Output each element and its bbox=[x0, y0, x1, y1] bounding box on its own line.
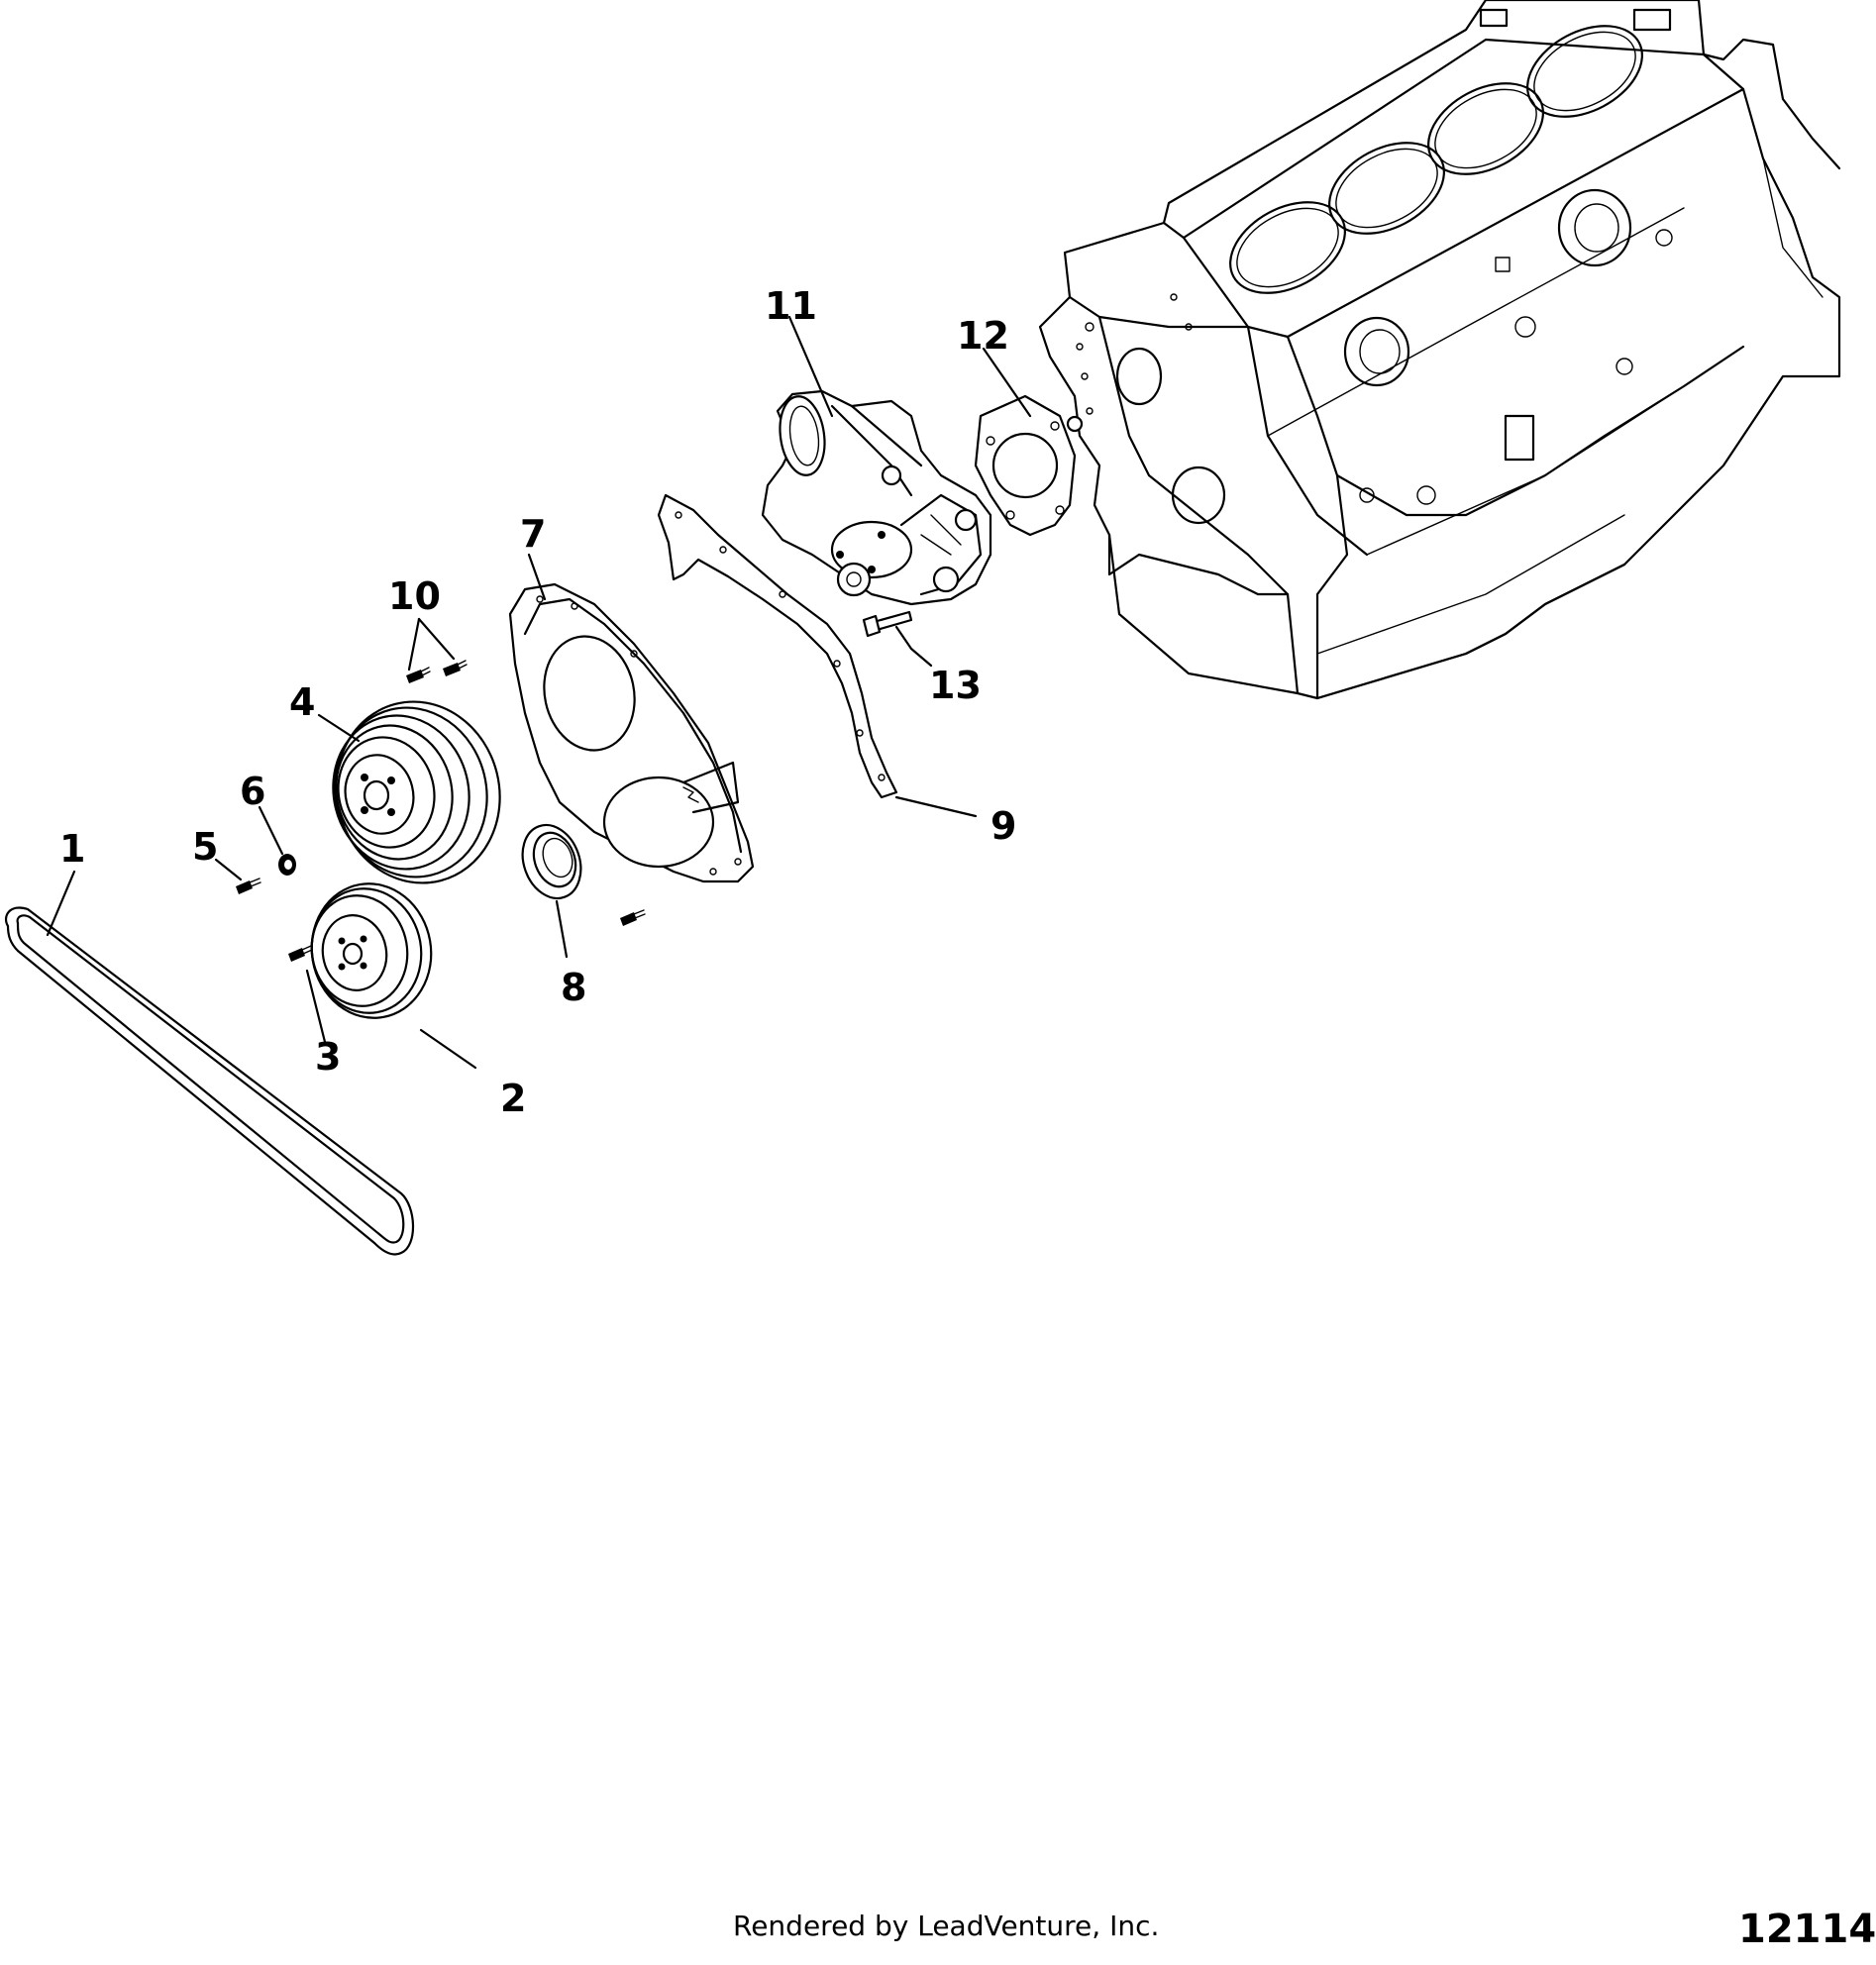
cover-bolt bbox=[620, 909, 646, 926]
part-7-timing-cover bbox=[508, 582, 755, 883]
callouts: 1 2 3 4 5 6 7 8 9 10 11 12 13 bbox=[59, 284, 1016, 1120]
callout-10: 10 bbox=[388, 574, 441, 618]
part-2-pulley bbox=[310, 882, 433, 1019]
part-6-washer bbox=[278, 854, 296, 876]
callout-9: 9 bbox=[990, 804, 1016, 848]
part-13-bolt bbox=[862, 610, 913, 638]
callout-7: 7 bbox=[520, 512, 546, 556]
figure-number: 12114 bbox=[1738, 1907, 1876, 1952]
part-12-gasket bbox=[974, 394, 1084, 537]
callout-1: 1 bbox=[59, 827, 85, 871]
part-9-cover-gasket bbox=[657, 493, 898, 799]
part-11-water-pump bbox=[761, 389, 992, 606]
callout-4: 4 bbox=[289, 680, 315, 724]
callout-6: 6 bbox=[240, 770, 265, 813]
callout-2: 2 bbox=[500, 1077, 526, 1120]
render-credit: Rendered by LeadVenture, Inc. bbox=[733, 1910, 1160, 1942]
engine-block bbox=[1038, 0, 1841, 700]
part-5-bolt bbox=[236, 878, 261, 894]
callout-12: 12 bbox=[957, 314, 1009, 358]
callout-13: 13 bbox=[929, 664, 982, 707]
part-3-bolt bbox=[288, 945, 313, 962]
callout-8: 8 bbox=[561, 966, 586, 1009]
callout-11: 11 bbox=[765, 284, 817, 328]
part-10-bolts bbox=[406, 660, 468, 683]
part-4-crank-pulley bbox=[332, 700, 501, 884]
callout-3: 3 bbox=[315, 1035, 341, 1079]
callout-5: 5 bbox=[192, 825, 218, 869]
part-8-seal bbox=[521, 823, 582, 900]
part-1-drive-belt bbox=[4, 906, 415, 1256]
leader-lines bbox=[46, 315, 1032, 1070]
